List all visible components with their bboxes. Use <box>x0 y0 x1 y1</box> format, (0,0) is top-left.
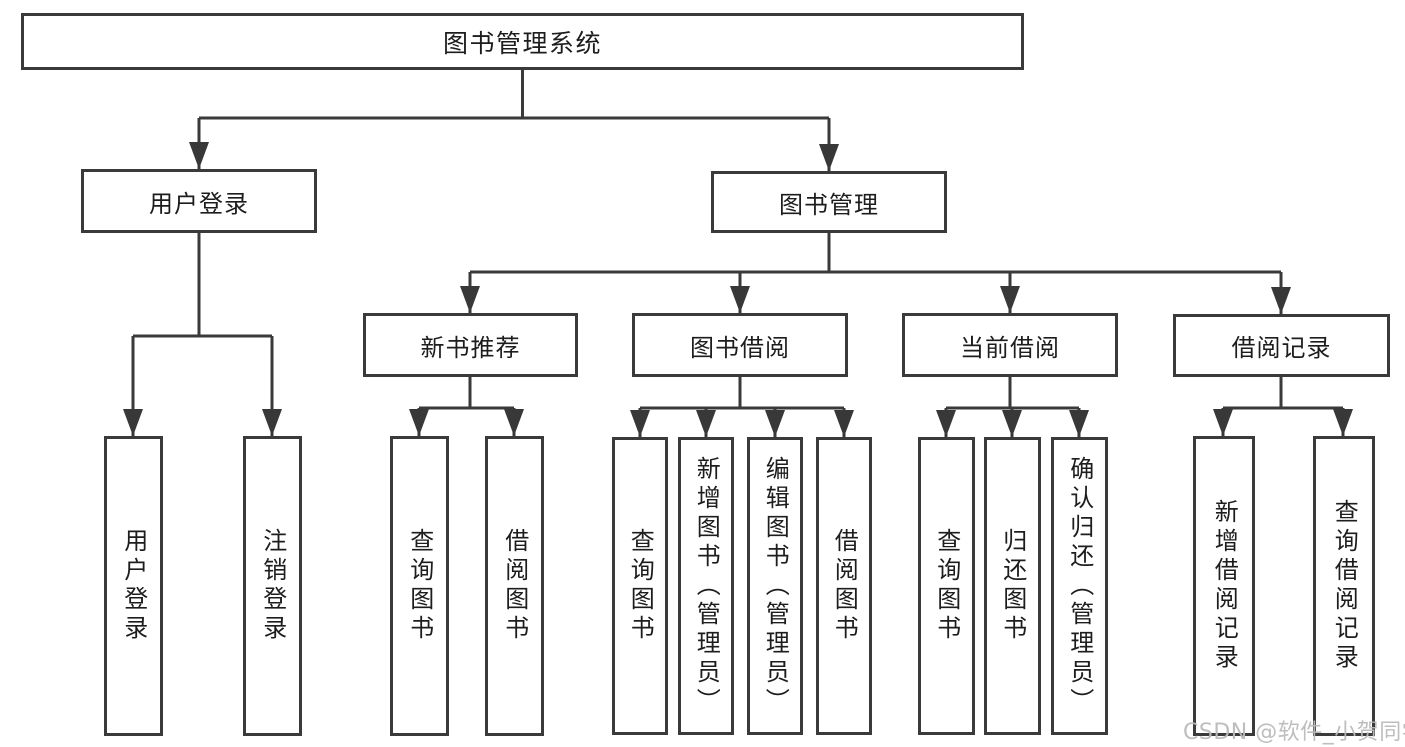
leaf-records-query-borrow-record: 查询借阅记录 <box>1313 436 1375 736</box>
node-book-management: 图书管理 <box>711 171 947 233</box>
leaf-recommend-query-book: 查询图书 <box>390 436 449 736</box>
node-book-borrowing: 图书借阅 <box>632 313 848 377</box>
node-label: 查询借阅记录 <box>1330 499 1359 673</box>
leaf-borrowing-edit-book-admin: 编辑图书（管理员） <box>747 437 803 735</box>
node-label: 当前借阅 <box>960 333 1060 362</box>
leaf-records-add-borrow-record: 新增借阅记录 <box>1193 436 1255 736</box>
node-label: 新增图书（管理员） <box>692 455 721 717</box>
leaf-logout: 注销登录 <box>243 436 302 736</box>
node-label: 图书管理系统 <box>442 28 602 58</box>
leaf-borrowing-query-book: 查询图书 <box>612 437 668 735</box>
node-label: 借阅图书 <box>500 528 529 644</box>
node-user-login: 用户登录 <box>81 169 317 233</box>
leaf-borrowing-borrow-book: 借阅图书 <box>816 437 872 735</box>
leaf-current-return-book: 归还图书 <box>984 437 1041 735</box>
node-label: 新书推荐 <box>420 333 521 362</box>
node-new-book-recommendation: 新书推荐 <box>363 313 578 377</box>
node-library-management-system: 图书管理系统 <box>21 13 1024 70</box>
node-label: 注销登录 <box>258 528 287 644</box>
node-label: 用户登录 <box>149 189 249 218</box>
node-label: 图书管理 <box>779 190 879 219</box>
node-label: 借阅记录 <box>1231 334 1332 362</box>
leaf-current-query-book: 查询图书 <box>918 437 975 735</box>
node-label: 借阅图书 <box>830 528 859 644</box>
node-label: 编辑图书（管理员） <box>761 455 790 717</box>
node-borrowing-records: 借阅记录 <box>1173 314 1390 377</box>
node-label: 用户登录 <box>119 528 148 644</box>
node-label: 新增借阅记录 <box>1210 499 1239 673</box>
leaf-recommend-borrow-book: 借阅图书 <box>485 436 544 736</box>
node-current-borrowing: 当前借阅 <box>902 313 1118 377</box>
node-label: 归还图书 <box>998 528 1027 644</box>
leaf-borrowing-add-book-admin: 新增图书（管理员） <box>678 437 734 735</box>
node-label: 查询图书 <box>932 528 961 644</box>
leaf-current-confirm-return-admin: 确认归还（管理员） <box>1051 437 1108 735</box>
node-label: 确认归还（管理员） <box>1065 455 1094 717</box>
arrowheads <box>123 142 1353 437</box>
csdn-watermark: CSDN @软件_小贺同学 <box>1183 720 1405 745</box>
leaf-user-login: 用户登录 <box>104 436 163 736</box>
node-label: 查询图书 <box>626 528 655 644</box>
node-label: 查询图书 <box>405 528 434 644</box>
node-label: 图书借阅 <box>690 333 790 362</box>
